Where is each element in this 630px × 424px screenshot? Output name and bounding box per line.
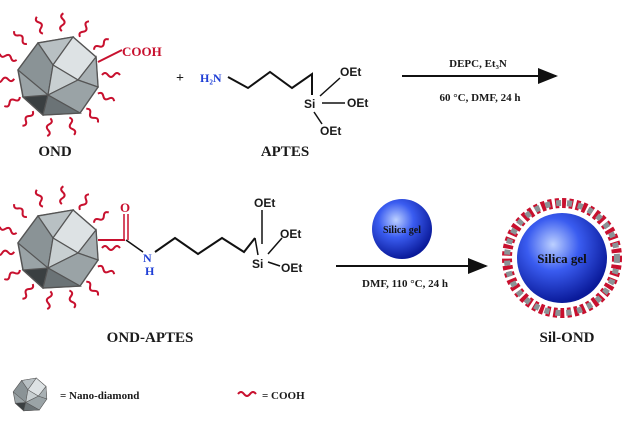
legend-nanodiamond-label: = Nano-diamond — [60, 390, 139, 402]
silica-gel-label: Silica gel — [383, 225, 421, 236]
legend-cooh-wave-icon — [237, 391, 257, 397]
oet-label: OEt — [340, 65, 361, 79]
aptes-label: APTES — [261, 144, 309, 160]
plus-sign: + — [176, 71, 184, 86]
oet-label: OEt — [320, 124, 341, 138]
ond-nanodiamond-icon — [0, 13, 120, 136]
legend-cooh-label: = COOH — [262, 390, 305, 402]
silica-gel-sphere: Silica gel — [372, 199, 432, 259]
legend-nanodiamond-icon — [12, 377, 48, 412]
si-label: Si — [304, 97, 315, 111]
oet-label: OEt — [280, 227, 301, 241]
amine-label: H₂N — [200, 71, 222, 85]
si-label: Si — [252, 257, 263, 271]
oet-label: OEt — [347, 96, 368, 110]
silica-gel-core-label: Silica gel — [537, 251, 587, 266]
ond-label: OND — [38, 144, 72, 160]
amide-n: N — [143, 251, 152, 265]
step1-conditions: 60 °C, DMF, 24 h — [440, 92, 521, 104]
ond-aptes-label: OND-APTES — [107, 330, 194, 346]
step2-conditions: DMF, 110 °C, 24 h — [362, 278, 448, 290]
step1-reagents: DEPC, Et₃N — [449, 58, 507, 70]
carbonyl-o: O — [120, 200, 130, 215]
ond-aptes-nanodiamond-icon — [0, 186, 120, 309]
oet-label: OEt — [254, 196, 275, 210]
cooh-label: COOH — [122, 44, 162, 59]
aptes-chain — [227, 70, 313, 95]
sil-ond-particle: Silica gel — [502, 198, 622, 318]
amide-h: H — [145, 264, 155, 278]
sil-ond-label: Sil-OND — [539, 330, 594, 346]
oet-label: OEt — [281, 261, 302, 275]
